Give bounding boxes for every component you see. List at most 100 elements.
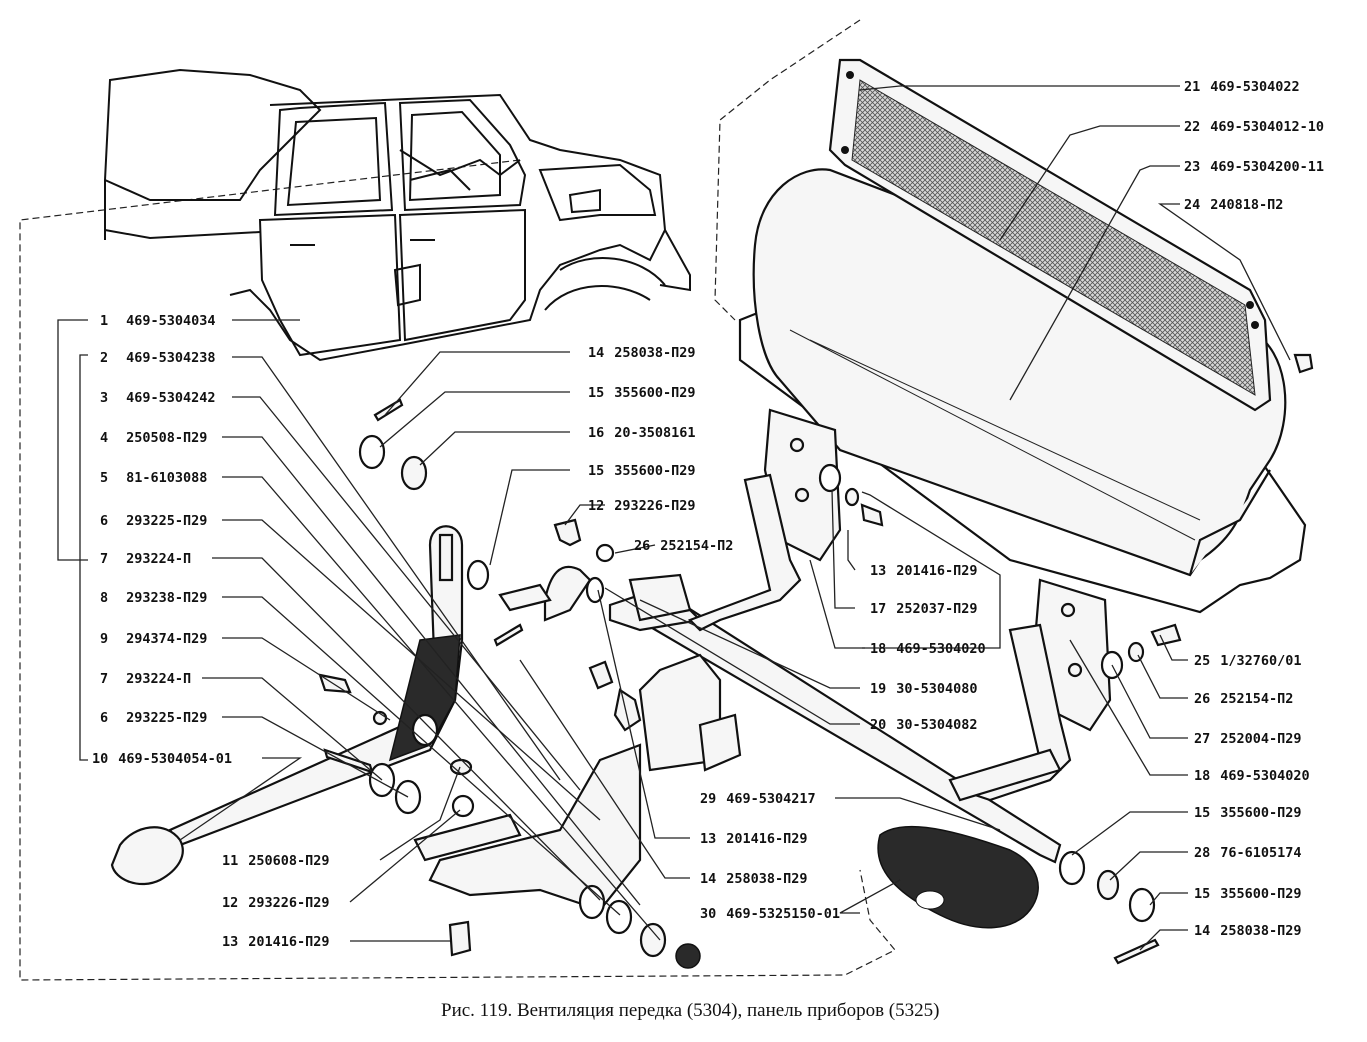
part-label: 13 201416-П29: [700, 831, 808, 847]
part-label: 9 294374-П29: [100, 631, 207, 647]
part-label-number: 13: [700, 831, 716, 847]
part-label: 20 30-5304082: [870, 717, 978, 733]
part-label: 4 250508-П29: [100, 430, 207, 446]
part-label-code: 469-5304020: [896, 641, 985, 657]
part-label-number: 14: [700, 871, 716, 887]
part-label-number: 26: [1194, 691, 1210, 707]
part-label-code: 250508-П29: [126, 430, 207, 446]
part-label-code: 201416-П29: [896, 563, 977, 579]
part-label-number: 19: [870, 681, 886, 697]
part-label-number: 27: [1194, 731, 1210, 747]
part-label-code: 201416-П29: [726, 831, 807, 847]
part-label: 27 252004-П29: [1194, 731, 1302, 747]
part-label: 14 258038-П29: [700, 871, 808, 887]
part-label-number: 26: [634, 538, 650, 554]
part-label: 15 355600-П29: [1194, 886, 1302, 902]
part-label-code: 355600-П29: [614, 463, 695, 479]
part-label-number: 22: [1184, 119, 1200, 135]
part-label-number: 6: [100, 710, 108, 726]
part-label: 3 469-5304242: [100, 390, 216, 406]
shaft-assembly: [413, 408, 1112, 912]
part-label-code: 201416-П29: [248, 934, 329, 950]
part-label-number: 3: [100, 390, 108, 406]
part-label-number: 30: [700, 906, 716, 922]
part-label-code: 1/32760/01: [1220, 653, 1301, 669]
part-label: 30 469-5325150-01: [700, 906, 840, 922]
part-label-code: 469-5304242: [126, 390, 215, 406]
part-label-code: 258038-П29: [1220, 923, 1301, 939]
part-label-number: 17: [870, 601, 886, 617]
part-label: 15 355600-П29: [1194, 805, 1302, 821]
part-label-number: 16: [588, 425, 604, 441]
part-label-number: 15: [1194, 886, 1210, 902]
part-label-code: 469-5304217: [726, 791, 815, 807]
part-label-code: 469-5304020: [1220, 768, 1309, 784]
part-label-code: 469-5304054-01: [118, 751, 232, 767]
part-label-number: 8: [100, 590, 108, 606]
part-label-code: 293226-П29: [248, 895, 329, 911]
part-label-number: 7: [100, 551, 108, 567]
part-label-code: 81-6103088: [126, 470, 207, 486]
part-label-number: 4: [100, 430, 108, 446]
part-label-number: 14: [1194, 923, 1210, 939]
part-label: 12 293226-П29: [222, 895, 330, 911]
part-label-number: 25: [1194, 653, 1210, 669]
part-label-number: 6: [100, 513, 108, 529]
part-label-number: 15: [1194, 805, 1210, 821]
figure-caption: Рис. 119. Вентиляция передка (5304), пан…: [441, 1000, 939, 1021]
part-label-code: 240818-П2: [1210, 197, 1283, 213]
part-label-code: 76-6105174: [1220, 845, 1301, 861]
control-lever: [110, 525, 464, 885]
part-label-code: 355600-П29: [614, 385, 695, 401]
part-label: 26 252154-П2: [1194, 691, 1293, 707]
part-label-number: 18: [1194, 768, 1210, 784]
part-label: 18 469-5304020: [1194, 768, 1310, 784]
part-label-code: 293224-П: [126, 671, 191, 687]
part-label: 1 469-5304034: [100, 313, 216, 329]
part-label-number: 24: [1184, 197, 1200, 213]
part-label-number: 2: [100, 350, 108, 366]
part-label-code: 469-5304034: [126, 313, 215, 329]
part-label: 5 81-6103088: [100, 470, 207, 486]
part-label-code: 252004-П29: [1220, 731, 1301, 747]
part-label-code: 355600-П29: [1220, 805, 1301, 821]
part-label-code: 355600-П29: [1220, 886, 1301, 902]
part-label-number: 1: [100, 313, 108, 329]
part-label-number: 21: [1184, 79, 1200, 95]
part-label-code: 258038-П29: [726, 871, 807, 887]
part-label-number: 5: [100, 470, 108, 486]
part-label-code: 469-5325150-01: [726, 906, 840, 922]
part-label: 14 258038-П29: [1194, 923, 1302, 939]
part-label-code: 258038-П29: [614, 345, 695, 361]
part-label-number: 12: [588, 498, 604, 514]
part-label: 25 1/32760/01: [1194, 653, 1302, 669]
part-label-number: 10: [92, 751, 108, 767]
part-label-code: 30-5304082: [896, 717, 977, 733]
leader-lines: [57, 85, 1291, 951]
small-parts: [318, 398, 1182, 969]
part-label-number: 12: [222, 895, 238, 911]
part-label-code: 293225-П29: [126, 513, 207, 529]
part-label-code: 294374-П29: [126, 631, 207, 647]
part-label-code: 469-5304200-11: [1210, 159, 1324, 175]
part-label-number: 9: [100, 631, 108, 647]
part-label-code: 30-5304080: [896, 681, 977, 697]
callout-outline: [19, 19, 896, 981]
part-label-code: 250608-П29: [248, 853, 329, 869]
part-label-number: 20: [870, 717, 886, 733]
part-label-code: 252154-П2: [1220, 691, 1293, 707]
